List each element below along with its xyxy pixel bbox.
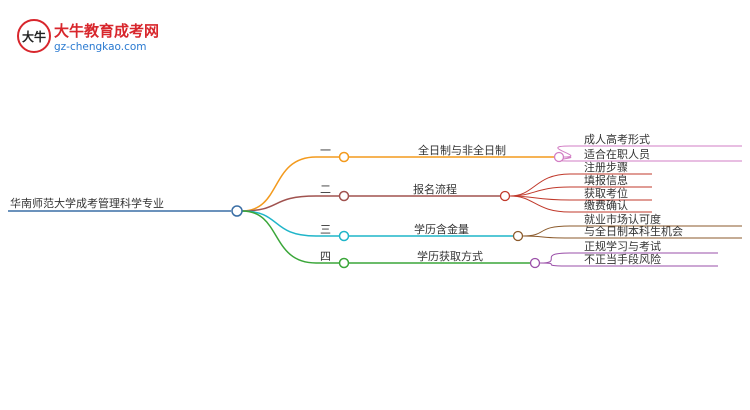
leaf-edge xyxy=(509,195,652,213)
branch-end-dot xyxy=(529,257,541,269)
branch-number: 四 xyxy=(320,250,331,263)
leaf-label: 正规学习与考试 xyxy=(584,239,661,253)
leaf-label: 获取考位 xyxy=(584,186,628,200)
branch-number: 二 xyxy=(320,183,331,196)
branch-label: 报名流程 xyxy=(413,182,457,196)
root-branch-edge xyxy=(241,210,339,237)
root-branch-edge xyxy=(241,210,339,264)
branch-label: 全日制与非全日制 xyxy=(418,143,506,157)
leaf-edge xyxy=(557,145,742,158)
logo-mark-text: 大牛 xyxy=(22,29,46,44)
branch-dot xyxy=(338,151,350,163)
root-label: 华南师范大学成考管理科学专业 xyxy=(10,196,164,210)
leaf-edge xyxy=(522,235,742,239)
branch-dot xyxy=(338,257,350,269)
leaf-label: 成人高考形式 xyxy=(584,132,650,146)
root-branch-edge xyxy=(241,195,339,212)
leaf-label: 注册步骤 xyxy=(584,160,628,174)
root-node-dot xyxy=(231,205,243,217)
logo-title: 大牛教育成考网 xyxy=(54,22,160,40)
branch-number: 三 xyxy=(320,223,331,236)
root-branch-edge xyxy=(241,156,339,212)
branch-dot xyxy=(338,190,350,202)
branch-end-dot xyxy=(512,230,524,242)
leaf-label: 与全日制本科生机会 xyxy=(584,224,683,238)
logo: 大牛 大牛教育成考网 gz-chengkao.com xyxy=(16,14,166,60)
branch-dot xyxy=(338,230,350,242)
branch-end-dot xyxy=(499,190,511,202)
leaf-edge xyxy=(509,195,652,201)
branch-label: 学历获取方式 xyxy=(417,249,483,263)
branch-number: 一 xyxy=(320,144,331,157)
leaf-edge xyxy=(539,262,718,267)
leaf-label: 就业市场认可度 xyxy=(584,212,661,226)
branch-end-dot xyxy=(553,151,565,163)
mind-map-edges xyxy=(241,145,742,267)
logo-url: gz-chengkao.com xyxy=(54,41,147,53)
branch-label: 学历含金量 xyxy=(414,222,469,236)
leaf-label: 不正当手段风险 xyxy=(584,252,661,266)
leaf-label: 适合在职人员 xyxy=(584,147,650,161)
leaf-label: 缴费确认 xyxy=(584,198,628,212)
bull-logo-icon: 大牛 xyxy=(17,19,51,53)
leaf-edge xyxy=(539,252,718,264)
leaf-label: 填报信息 xyxy=(584,173,628,187)
